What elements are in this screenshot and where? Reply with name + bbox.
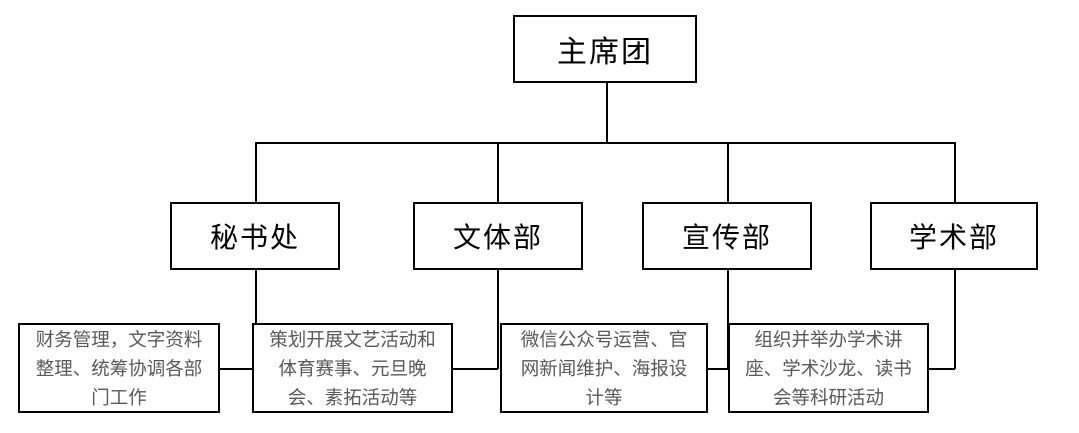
node-publicity-dept: 宣传部 <box>642 202 812 270</box>
connector-drop-publicity <box>727 142 729 202</box>
node-culture-sports-dept: 文体部 <box>413 202 583 270</box>
connector-drop-academic <box>954 142 956 202</box>
node-academic-dept: 学术部 <box>870 202 1038 270</box>
desc-academic-dept: 组织并举办学术讲座、学术沙龙、读书会等科研活动 <box>728 323 929 413</box>
node-secretariat-label: 秘书处 <box>209 222 300 253</box>
node-culture-sports-dept-label: 文体部 <box>452 222 543 253</box>
connector-jog-academic <box>929 368 955 370</box>
desc-secretariat: 财务管理，文字资料整理、统筹协调各部门工作 <box>18 323 220 413</box>
node-secretariat: 秘书处 <box>170 202 340 270</box>
desc-publicity-dept: 微信公众号运营、官网新闻维护、海报设计等 <box>500 323 708 413</box>
desc-culture-sports-dept: 策划开展文艺活动和体育赛事、元旦晚会、素拓活动等 <box>252 323 453 413</box>
connector-desc-drop-culture-sports <box>497 270 499 369</box>
node-presidium-label: 主席团 <box>557 36 653 69</box>
connector-desc-drop-secretariat <box>255 270 257 369</box>
connector-drop-culture-sports <box>497 142 499 202</box>
node-presidium: 主席团 <box>513 15 697 83</box>
node-academic-dept-label: 学术部 <box>908 222 999 253</box>
connector-jog-secretariat <box>220 368 256 370</box>
connector-desc-drop-academic <box>954 270 956 369</box>
connector-drop-secretariat <box>255 142 257 202</box>
connector-desc-drop-publicity <box>727 270 729 369</box>
connector-root-drop <box>606 83 608 143</box>
connector-jog-culture-sports <box>453 368 498 370</box>
node-publicity-dept-label: 宣传部 <box>681 222 772 253</box>
connector-rail <box>255 142 955 144</box>
connector-jog-publicity <box>708 368 728 370</box>
